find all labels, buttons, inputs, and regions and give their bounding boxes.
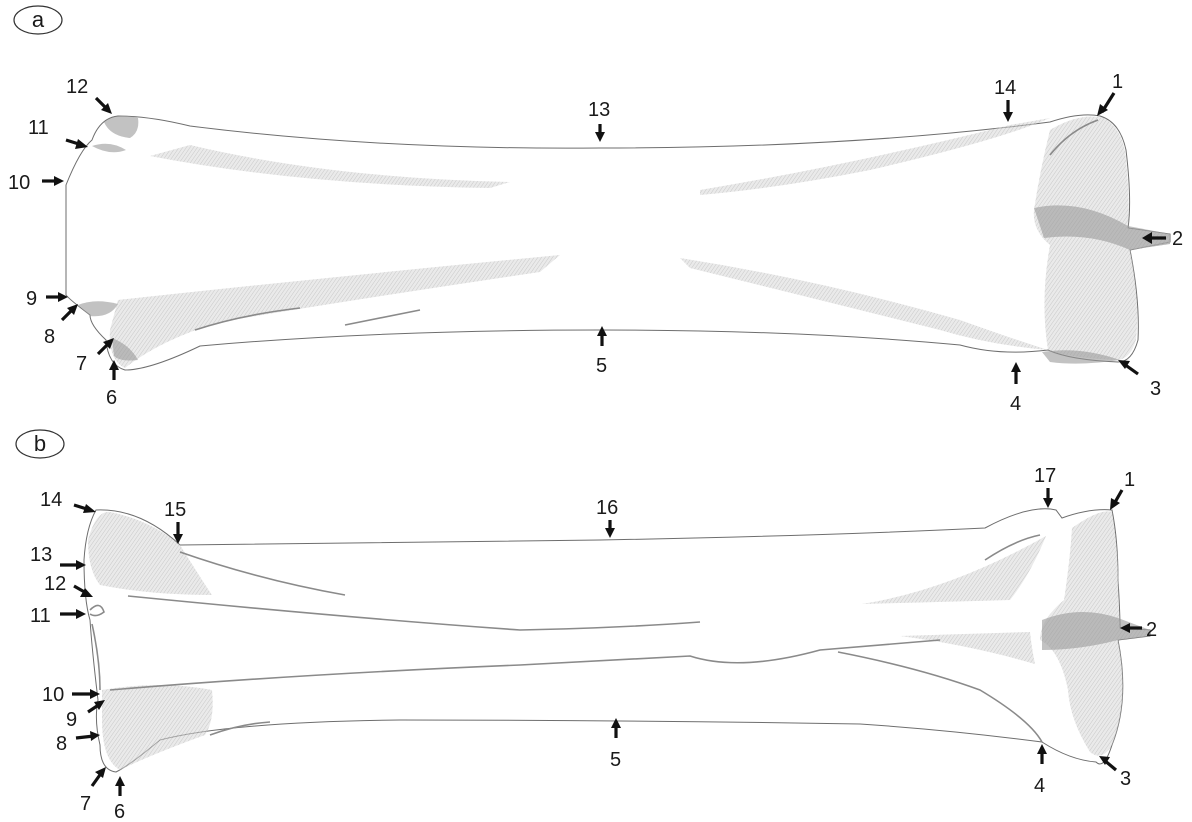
panel-a-label-1: 1 xyxy=(1112,71,1123,93)
panel-b-label-13: 13 xyxy=(30,544,52,566)
panel-b-letter: b xyxy=(34,431,46,456)
panel-a-callout-12: 12 xyxy=(66,76,112,114)
panel-a: a 1 2 3 xyxy=(8,6,1183,415)
panel-b-label-11: 11 xyxy=(30,605,51,627)
panel-b-label-17: 17 xyxy=(1034,465,1056,487)
panel-a-callout-4: 4 xyxy=(1010,362,1021,415)
panel-b-label-14: 14 xyxy=(40,489,62,511)
panel-b-callout-5: 5 xyxy=(610,718,621,771)
panel-a-callout-1: 1 xyxy=(1097,71,1123,116)
panel-b-label-2: 2 xyxy=(1146,619,1157,641)
panel-a-callout-14: 14 xyxy=(994,77,1016,122)
panel-a-callout-7: 7 xyxy=(76,338,114,375)
panel-a-label-7: 7 xyxy=(76,353,87,375)
panel-a-label-8: 8 xyxy=(44,326,55,348)
panel-b-callout-17: 17 xyxy=(1034,465,1056,508)
panel-b-callout-6: 6 xyxy=(114,776,125,822)
panel-a-label-5: 5 xyxy=(596,355,607,377)
panel-a-callout-6: 6 xyxy=(106,360,119,409)
panel-a-callout-9: 9 xyxy=(26,288,68,310)
panel-a-label-2: 2 xyxy=(1172,228,1183,250)
panel-a-callout-5: 5 xyxy=(596,326,607,377)
panel-b-callout-14: 14 xyxy=(40,489,96,513)
panel-b-label-5: 5 xyxy=(610,749,621,771)
panel-a-label-14: 14 xyxy=(994,77,1016,99)
panel-b-callout-7: 7 xyxy=(80,767,106,815)
panel-b-label-7: 7 xyxy=(80,793,91,815)
panel-b-callout-3: 3 xyxy=(1099,756,1131,790)
panel-b-label-16: 16 xyxy=(596,497,618,519)
panel-a-callout-13: 13 xyxy=(588,99,610,142)
panel-b-label-4: 4 xyxy=(1034,775,1045,797)
panel-b: b 1 2 3 xyxy=(16,430,1157,822)
panel-b-callout-13: 13 xyxy=(30,544,86,570)
bone-b-distal-band xyxy=(1042,612,1150,650)
panel-a-label-6: 6 xyxy=(106,387,117,409)
panel-a-label-10: 10 xyxy=(8,172,30,194)
panel-b-callout-4: 4 xyxy=(1034,744,1047,797)
panel-a-label-13: 13 xyxy=(588,99,610,121)
panel-b-callout-10: 10 xyxy=(42,684,100,706)
panel-b-label-9: 9 xyxy=(66,709,77,731)
bone-a-outline xyxy=(66,115,1170,370)
panel-a-callout-8: 8 xyxy=(44,304,78,348)
panel-a-label-3: 3 xyxy=(1150,378,1161,400)
panel-b-callout-8: 8 xyxy=(56,731,100,755)
panel-b-label-6: 6 xyxy=(114,801,125,822)
panel-a-label-9: 9 xyxy=(26,288,37,310)
panel-a-callout-10: 10 xyxy=(8,172,64,194)
panel-a-callout-3: 3 xyxy=(1118,360,1161,400)
panel-b-callout-11: 11 xyxy=(30,605,86,627)
panel-b-label-1: 1 xyxy=(1124,469,1135,491)
panel-b-label-3: 3 xyxy=(1120,768,1131,790)
bone-b-proximal-bottom-shade xyxy=(102,685,213,770)
panel-a-label-4: 4 xyxy=(1010,393,1021,415)
panel-b-callout-16: 16 xyxy=(596,497,618,538)
panel-a-label-11: 11 xyxy=(28,117,49,139)
panel-b-label-15: 15 xyxy=(164,499,186,521)
panel-b-label-12: 12 xyxy=(44,573,66,595)
panel-b-label-10: 10 xyxy=(42,684,64,706)
panel-b-label-8: 8 xyxy=(56,733,67,755)
panel-a-label-12: 12 xyxy=(66,76,88,98)
panel-a-letter: a xyxy=(32,7,45,32)
panel-a-callout-11: 11 xyxy=(28,117,88,149)
panel-b-callout-1: 1 xyxy=(1110,469,1135,510)
